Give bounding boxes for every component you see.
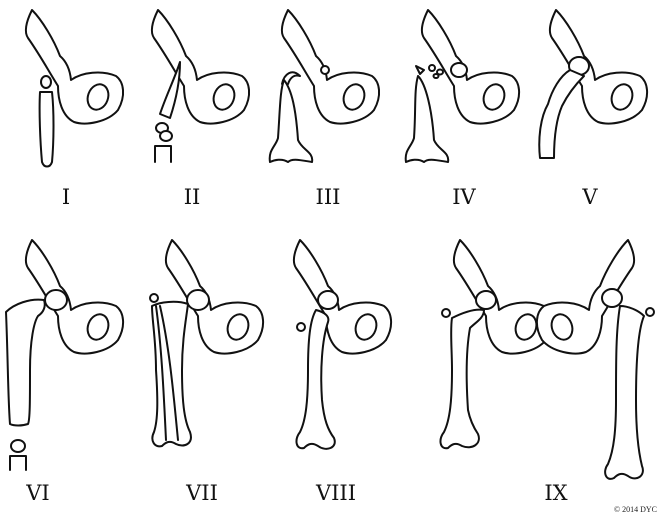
femoral-head-right [601, 288, 623, 308]
panel-8-hip: VIII [292, 239, 393, 505]
femur-head-displaced [159, 61, 181, 119]
panel-label-9: IX [544, 481, 567, 505]
patella [10, 439, 26, 453]
panel-label-6: VI [25, 481, 49, 505]
panel-7-hip: VII [149, 239, 265, 505]
copyright-notice: © 2014 DYC [614, 505, 657, 514]
femur-fracture-lines [155, 305, 179, 441]
panel-label-8: VIII [315, 481, 356, 505]
tibia-top [9, 455, 27, 471]
panel-3-hip: III [268, 9, 381, 209]
ossicle [159, 130, 173, 142]
ossicle [320, 65, 330, 75]
femur [404, 75, 450, 163]
panel-label-1: I [62, 185, 70, 209]
femur [268, 79, 314, 163]
panel-9-pelvis: IX [439, 239, 655, 505]
panel-label-3: III [316, 185, 341, 209]
femur [295, 309, 336, 450]
greater-trochanter-right [645, 307, 655, 317]
greater-trochanter [296, 322, 306, 332]
bone-fragment [428, 64, 436, 72]
tibia-top [154, 145, 172, 163]
bone-fragment [436, 68, 444, 76]
panel-label-2: II [184, 185, 201, 209]
panel-2-hip: II [150, 9, 251, 209]
greater-trochanter-left [441, 308, 451, 318]
panel-6-hip: VI [5, 239, 125, 505]
femoral-head [44, 289, 68, 311]
acetabular-fragment [281, 71, 301, 85]
femoral-head [450, 62, 468, 78]
ossification-center [40, 75, 52, 89]
panel-5-hip: V [538, 9, 649, 209]
panel-label-7: VII [185, 481, 218, 505]
panel-1-normal-hip: I [24, 9, 125, 209]
panel-4-hip: IV [404, 9, 521, 209]
femur-shaft [38, 91, 55, 168]
bone-fragment [432, 73, 440, 79]
bone-fragment [415, 65, 425, 75]
femur [538, 69, 585, 159]
panel-label-4: IV [452, 185, 476, 209]
femur-right [604, 305, 645, 480]
femoral-head [317, 290, 339, 310]
femoral-head-left [475, 290, 497, 310]
femur [5, 298, 46, 427]
panel-label-5: V [581, 185, 598, 209]
greater-trochanter [149, 293, 159, 303]
femoral-head [186, 289, 210, 311]
femur-left [439, 308, 485, 450]
